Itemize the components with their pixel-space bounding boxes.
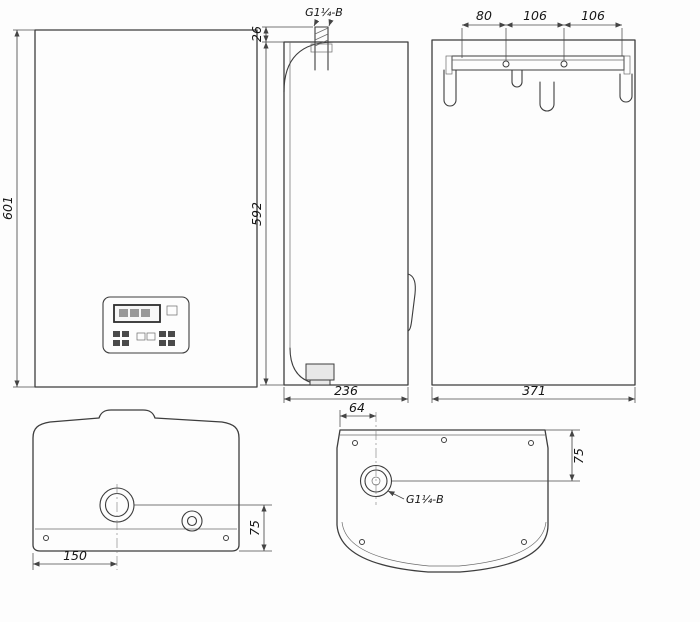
rear-casing-outline — [431, 39, 636, 386]
dim-side-connection-label: G1¼-B — [305, 6, 343, 19]
pump-body — [305, 363, 335, 381]
bottom-view: 150 75 — [32, 409, 272, 570]
front-casing-outline — [34, 29, 258, 388]
panel-button — [122, 331, 129, 337]
display-digit — [141, 309, 150, 317]
bracket-left-hook — [445, 55, 453, 75]
dim-bottom-pipe-y-label: 75 — [247, 520, 262, 536]
screw-dot — [521, 539, 527, 545]
panel-button — [168, 340, 175, 346]
dimension-top-connection: G1¼-B — [387, 490, 444, 506]
panel-button — [146, 332, 156, 341]
dim-rear-width-label: 371 — [522, 383, 546, 398]
wall-tab — [539, 81, 555, 112]
panel-icon — [166, 305, 178, 316]
front-view: 601 — [0, 29, 258, 388]
dim-rear-spacing-b-label: 106 — [523, 8, 547, 23]
dimension-bottom-pipe-x: 150 — [32, 548, 117, 570]
panel-button — [113, 331, 120, 337]
wall-tab — [619, 73, 633, 103]
dim-bottom-pipe-x-label: 150 — [63, 548, 87, 563]
dimension-rear-hole-spacing: 80 106 106 — [461, 8, 623, 60]
bracket-hole — [560, 60, 568, 68]
panel-button — [168, 331, 175, 337]
dimension-front-height: 601 — [0, 29, 35, 388]
dimension-rear-width: 371 — [431, 383, 636, 403]
control-panel — [102, 296, 190, 354]
dim-rear-spacing-a-label: 80 — [476, 8, 492, 23]
screw-dot — [528, 440, 534, 446]
side-casing-outline — [283, 41, 409, 386]
panel-button — [122, 340, 129, 346]
dimension-side-depth: 236 — [283, 383, 409, 403]
dimension-side-height: 592 — [249, 42, 284, 386]
screw-dot — [441, 437, 447, 443]
panel-button — [113, 340, 120, 346]
pipe-connection — [310, 26, 333, 71]
top-front-curve — [341, 521, 547, 567]
bottom-outline — [32, 409, 240, 552]
top-outline — [336, 429, 549, 573]
bracket-right-hook — [623, 55, 631, 75]
wall-tab — [511, 69, 523, 88]
pipe-port-small-inner — [186, 515, 198, 527]
dim-top-pipe-x-label: 64 — [349, 400, 365, 415]
dimension-side-top-offset: 26 — [249, 26, 313, 43]
dim-rear-spacing-c-label: 106 — [581, 8, 605, 23]
screw-dot — [223, 535, 229, 541]
side-clip — [407, 273, 416, 332]
screw-dot — [352, 440, 358, 446]
display-digit — [130, 309, 139, 317]
dimension-side-connection: G1¼-B — [305, 6, 343, 27]
pump-foot — [309, 379, 331, 386]
top-view: 64 75 G1¼-B — [336, 400, 586, 573]
wall-tab — [443, 69, 457, 107]
dim-top-pipe-y-label: 75 — [571, 448, 586, 464]
panel-button — [159, 331, 166, 337]
dim-side-height-label: 592 — [249, 202, 264, 226]
dim-top-connection-label: G1¼-B — [406, 493, 444, 506]
screw-dot — [359, 539, 365, 545]
bracket-hole — [502, 60, 510, 68]
dimension-bottom-pipe-y: 75 — [134, 504, 272, 552]
pipe-port-small-outer — [181, 510, 203, 532]
dim-side-top-offset-label: 26 — [249, 26, 264, 42]
screw-dot — [43, 535, 49, 541]
panel-button — [159, 340, 166, 346]
dimension-top-pipe-y: 75 — [545, 429, 586, 481]
mounting-bracket — [445, 55, 631, 75]
dimension-top-pipe-x: 64 — [339, 400, 376, 427]
dim-side-depth-label: 236 — [334, 383, 358, 398]
rear-view: 80 106 106 371 — [431, 8, 636, 403]
control-panel-frame — [102, 296, 190, 354]
side-dome-arc — [283, 41, 335, 93]
side-view: G1¼-B 26 592 236 — [249, 6, 416, 403]
dim-front-height-label: 601 — [0, 196, 15, 220]
display-digit — [119, 309, 128, 317]
panel-button — [136, 332, 146, 341]
top-pipe-port-outer — [359, 464, 393, 498]
